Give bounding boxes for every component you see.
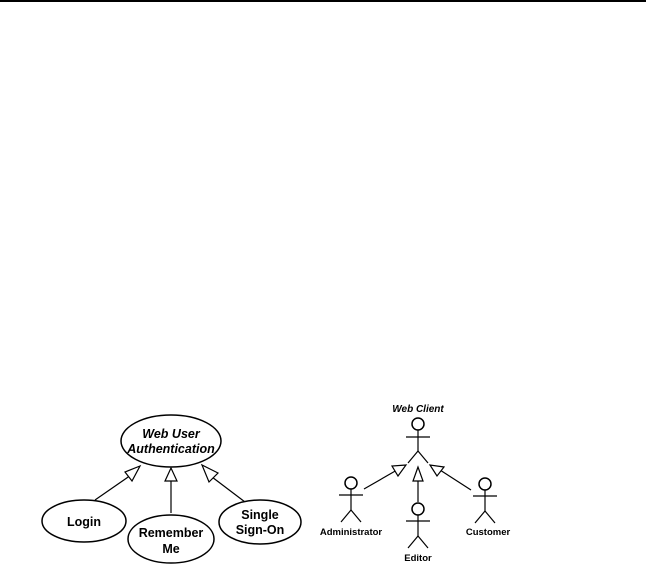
usecase-label-line1: Web User bbox=[142, 427, 201, 441]
top-border-line bbox=[0, 0, 646, 2]
usecase-login: Login bbox=[41, 499, 127, 543]
usecase-generalization-diagram: Web User Authentication Login Remember M… bbox=[41, 414, 302, 564]
actor-label: Administrator bbox=[320, 527, 383, 538]
actor-label: Customer bbox=[466, 527, 511, 538]
usecase-label-line1: Remember bbox=[139, 526, 204, 540]
generalization-arrowhead-login bbox=[124, 464, 142, 483]
usecase-single-sign-on: Single Sign-On bbox=[218, 499, 302, 545]
usecase-ellipse bbox=[127, 514, 215, 564]
usecase-label-line2: Me bbox=[162, 542, 179, 556]
stick-figure-icon bbox=[339, 476, 363, 523]
usecase-ellipse bbox=[41, 499, 127, 543]
actor-web-client: Web Client bbox=[392, 404, 444, 464]
usecase-label-line1: Login bbox=[67, 515, 101, 529]
actor-administrator: Administrator bbox=[320, 476, 383, 538]
connector-administrator bbox=[363, 469, 398, 490]
usecase-remember-me: Remember Me bbox=[127, 514, 215, 564]
actor-editor: Editor bbox=[404, 502, 432, 564]
actor-customer: Customer bbox=[466, 477, 511, 538]
usecase-web-user-authentication: Web User Authentication bbox=[120, 414, 222, 468]
stick-figure-icon bbox=[406, 502, 430, 549]
usecase-label-line2: Authentication bbox=[126, 442, 215, 456]
generalization-arrowhead-remember-me bbox=[164, 466, 178, 482]
actor-label: Web Client bbox=[392, 404, 444, 415]
usecase-label-line1: Single bbox=[241, 508, 279, 522]
actor-generalization-diagram: Web Client Administrator bbox=[320, 404, 511, 564]
generalization-arrowhead-editor bbox=[412, 465, 424, 482]
generalization-arrowhead-single-sign-on bbox=[200, 463, 220, 484]
usecase-ellipse bbox=[120, 414, 222, 468]
connector-single-sign-on bbox=[211, 476, 246, 503]
generalization-arrowhead-customer bbox=[428, 464, 446, 478]
generalization-arrowhead-administrator bbox=[390, 464, 408, 478]
usecase-ellipse bbox=[218, 499, 302, 545]
usecase-label-line2: Sign-On bbox=[236, 523, 285, 537]
stick-figure-icon bbox=[406, 417, 430, 464]
actor-label: Editor bbox=[404, 553, 432, 564]
connector-login bbox=[94, 474, 132, 501]
connector-customer bbox=[439, 469, 472, 491]
stick-figure-icon bbox=[473, 477, 497, 524]
